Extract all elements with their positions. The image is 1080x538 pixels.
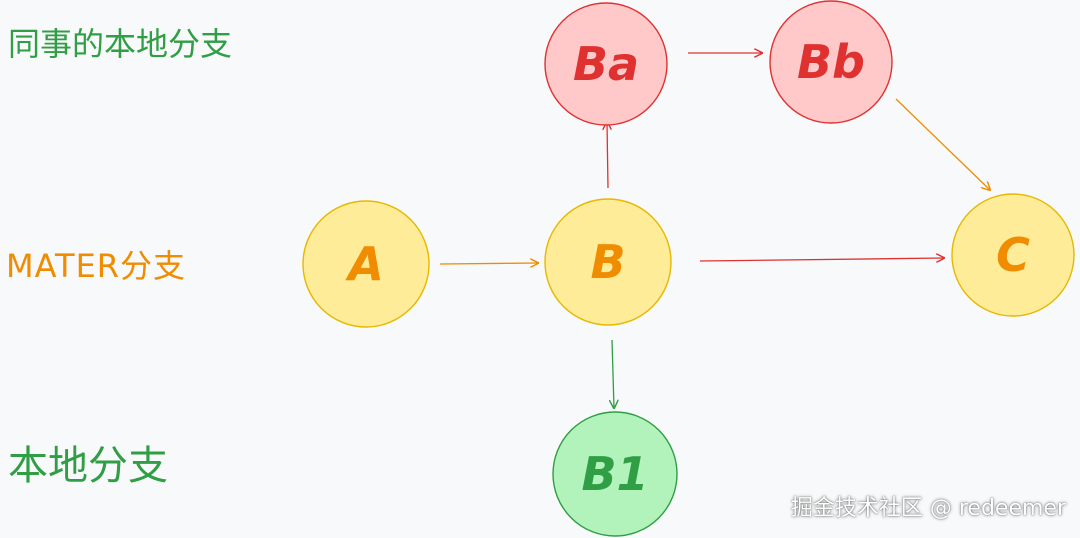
commit-node-ba-circle (544, 2, 668, 126)
commit-node-a-circle (302, 200, 430, 328)
commit-node-b-label: B (590, 235, 625, 289)
commit-node-b: B (544, 198, 672, 326)
commit-node-b-circle (544, 198, 672, 326)
master-branch-label: MATER分支 (6, 247, 187, 285)
edge-b-to-c (699, 258, 944, 261)
colleague-branch-label: 同事的本地分支 (8, 25, 233, 63)
commit-node-ba: Ba (544, 2, 668, 126)
commit-node-c-circle (951, 193, 1075, 317)
commit-node-b1-label: B1 (581, 447, 648, 501)
edge-bb-to-c (895, 98, 990, 190)
edge-a-to-b (439, 263, 538, 264)
commit-node-bb-circle (769, 0, 893, 124)
edge-b-to-b1 (612, 339, 614, 408)
commit-node-b1-circle (552, 411, 678, 537)
watermark: 掘金技术社区 @ redeemer (790, 496, 1066, 521)
commit-node-c: C (951, 193, 1075, 317)
local-branch-label: 本地分支 (8, 443, 168, 489)
commit-node-bb: Bb (769, 0, 893, 124)
commit-node-a: A (302, 200, 430, 328)
commit-node-ba-label: Ba (573, 37, 639, 91)
commit-node-c-label: C (996, 228, 1030, 282)
commit-node-b1: B1 (552, 411, 678, 537)
commit-node-bb-label: Bb (797, 35, 865, 89)
edge-b-to-ba (607, 122, 608, 189)
commit-node-a-label: A (345, 237, 384, 291)
